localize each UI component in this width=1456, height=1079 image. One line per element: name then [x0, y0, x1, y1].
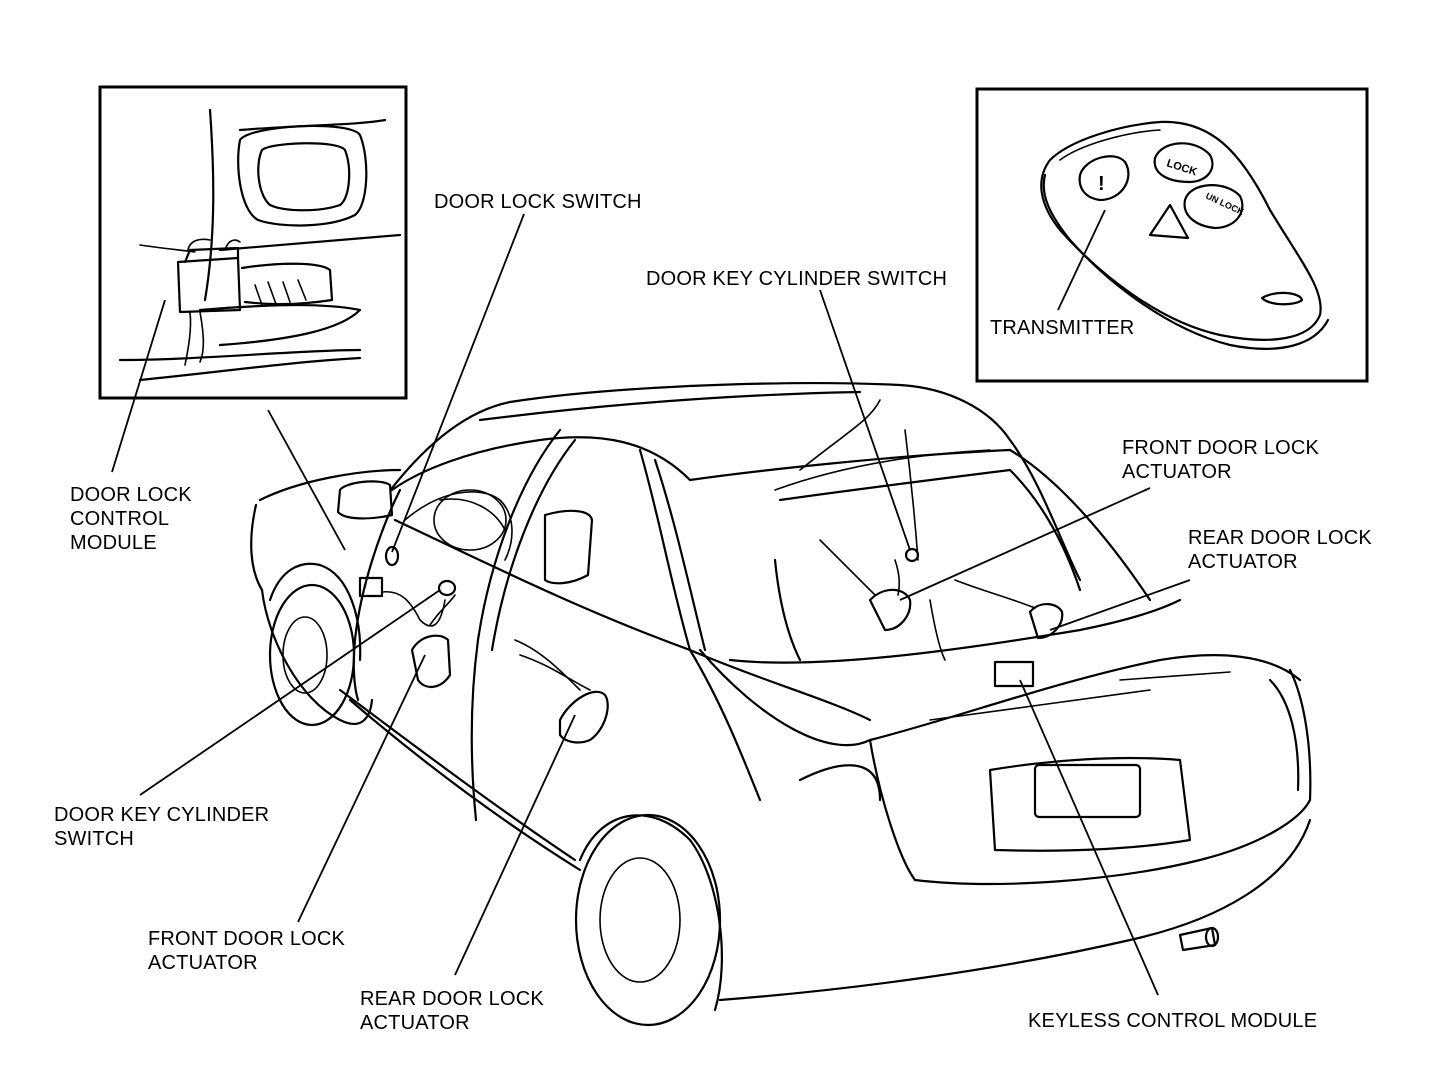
door-lock-switch-part: [384, 545, 400, 567]
label-line: FRONT DOOR LOCK: [1122, 437, 1320, 459]
right-side-components: [819, 539, 1064, 688]
label-transmitter: TRANSMITTER: [990, 317, 1135, 339]
label-line: MODULE: [70, 532, 157, 554]
label-door-lock-switch: DOOR LOCK SWITCH: [434, 191, 642, 213]
label-door-key-cylinder-switch-left: DOOR KEY CYLINDER SWITCH: [54, 803, 269, 851]
leader-lines: [111, 209, 1191, 996]
label-line: FRONT DOOR LOCK: [148, 928, 346, 950]
rear-door-components: [514, 639, 609, 744]
label-door-key-cylinder-switch-top: DOOR KEY CYLINDER SWITCH: [646, 268, 948, 290]
label-line: SWITCH: [54, 828, 135, 850]
label-line: REAR DOOR LOCK: [360, 988, 544, 1010]
front-door-actuator-part: [410, 634, 452, 688]
label-rear-door-lock-actuator-right: REAR DOOR LOCK ACTUATOR: [1188, 526, 1372, 574]
label-door-lock-control-module: DOOR LOCK CONTROL MODULE: [70, 483, 192, 555]
door-key-cylinder-part: [437, 579, 457, 597]
label-line: ACTUATOR: [1122, 461, 1232, 483]
label-keyless-control-module: KEYLESS CONTROL MODULE: [1028, 1010, 1318, 1032]
front-door-components: [358, 545, 457, 688]
right-rear-actuator-part: [1028, 603, 1064, 640]
label-line: DOOR KEY CYLINDER: [54, 804, 270, 826]
label-line: ACTUATOR: [1188, 551, 1298, 573]
rear-door-actuator-part: [558, 690, 609, 744]
car-body: [250, 382, 1312, 1027]
label-rear-door-lock-actuator-bottom: REAR DOOR LOCK ACTUATOR: [360, 987, 544, 1035]
label-front-door-lock-actuator-left: FRONT DOOR LOCK ACTUATOR: [148, 927, 345, 975]
right-key-cylinder-part: [904, 547, 920, 563]
label-line: CONTROL: [70, 508, 170, 530]
label-line: ACTUATOR: [148, 952, 258, 974]
keyless-control-module-part: [993, 660, 1035, 688]
inset-transmitter: ! LOCK UN LOCK: [975, 87, 1369, 383]
label-line: DOOR LOCK: [70, 484, 192, 506]
label-line: REAR DOOR LOCK: [1188, 527, 1372, 549]
label-front-door-lock-actuator-right: FRONT DOOR LOCK ACTUATOR: [1122, 436, 1319, 484]
panic-button-label: !: [1098, 173, 1105, 195]
label-line: ACTUATOR: [360, 1012, 470, 1034]
right-front-actuator-part: [868, 588, 912, 632]
inset-door-module: [98, 85, 408, 400]
door-lock-control-module-part: [358, 576, 384, 598]
